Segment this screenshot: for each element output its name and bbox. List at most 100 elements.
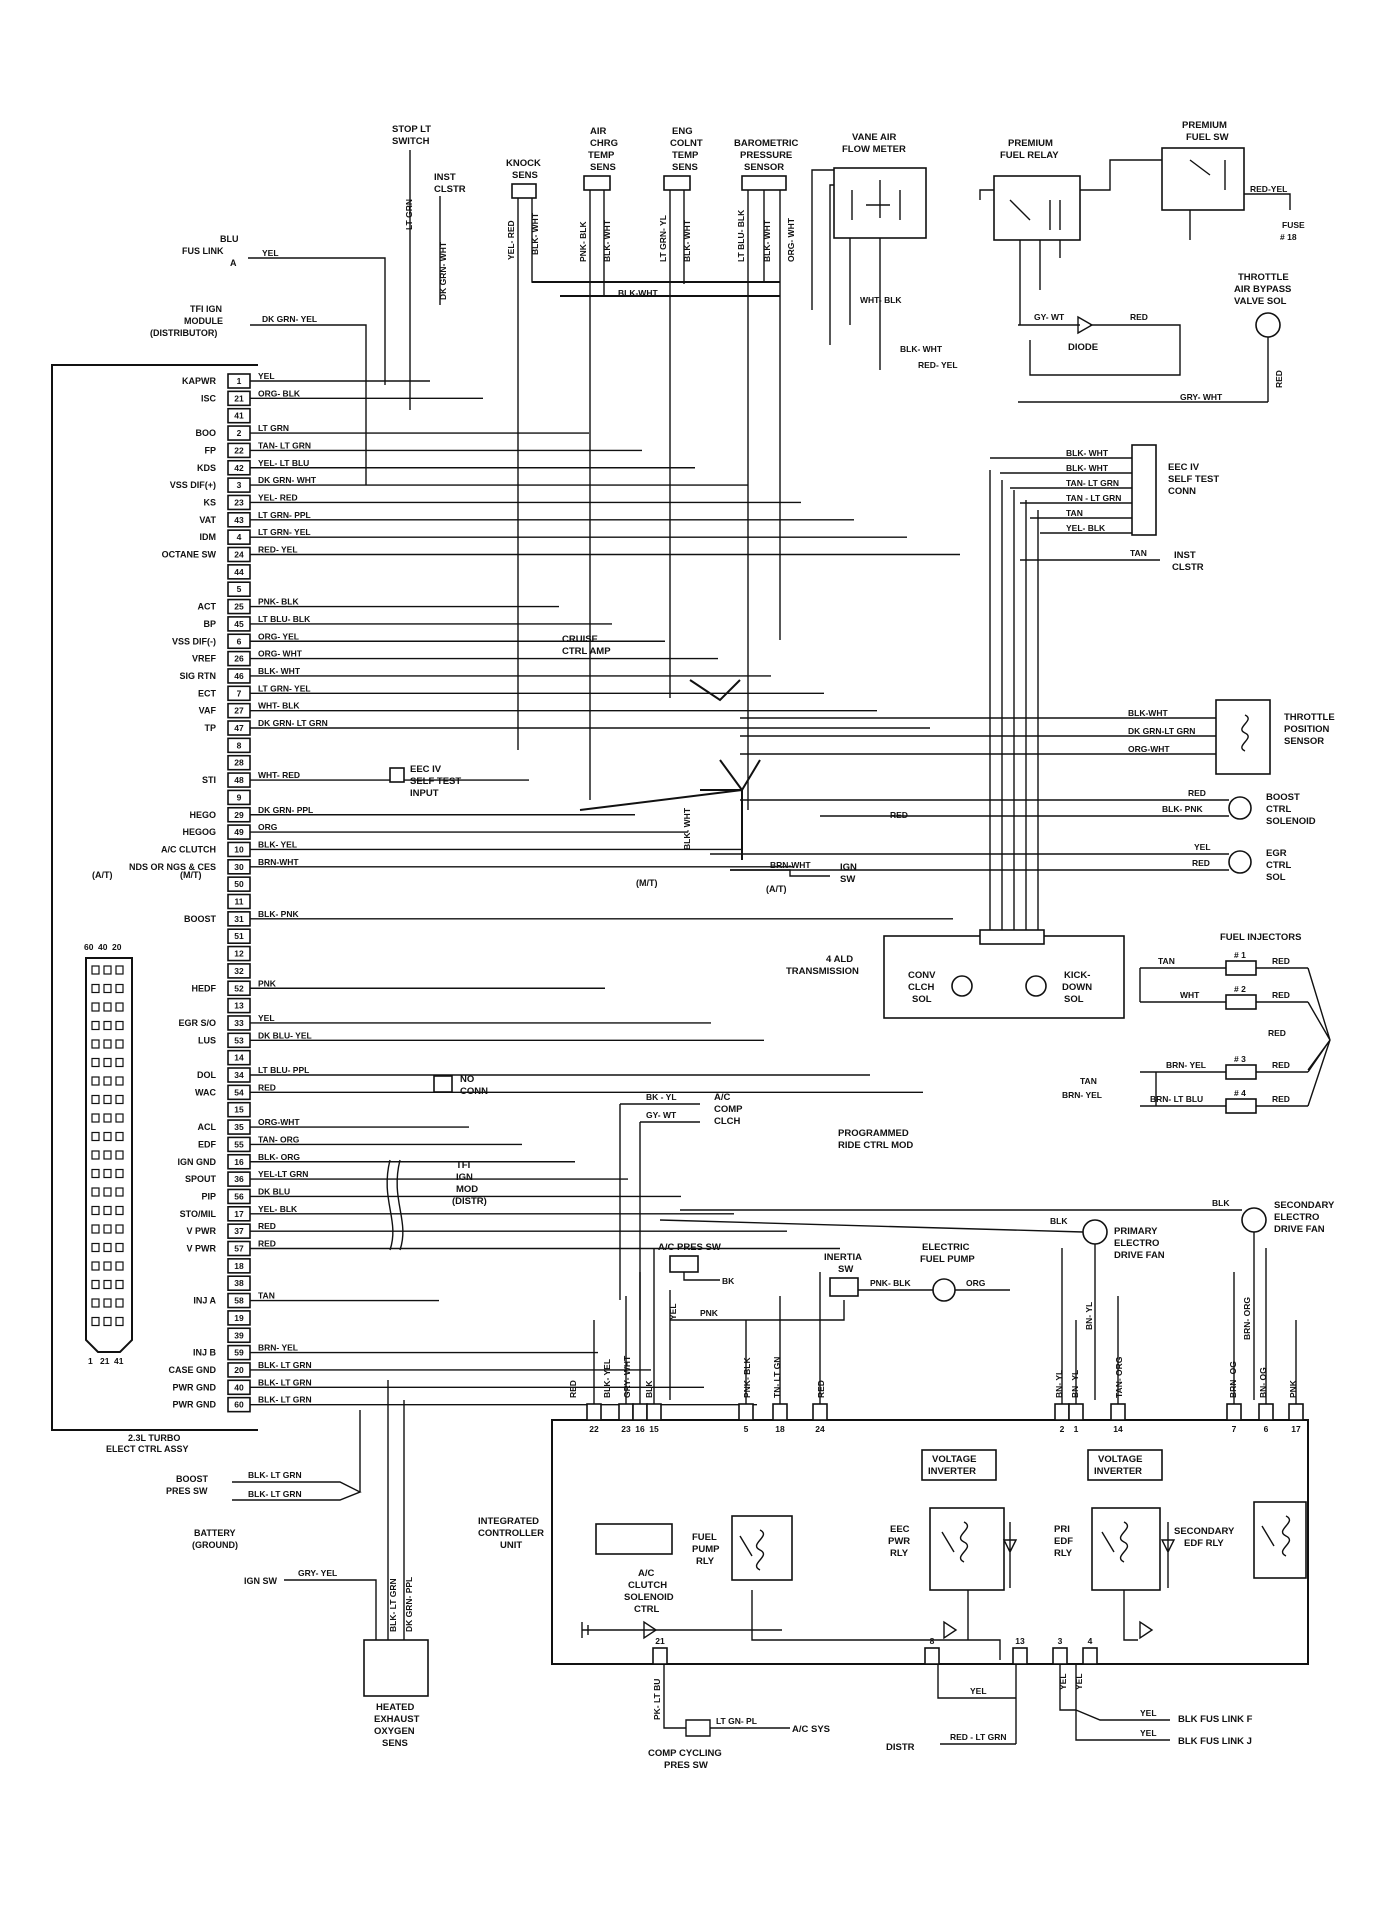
- ecu-pin-number: 53: [234, 1035, 244, 1045]
- ecu-pin-number: 24: [234, 550, 244, 560]
- connector-hole: [115, 1261, 124, 1271]
- icu-bottom-pin-number: 13: [1015, 1636, 1025, 1646]
- tps-label-1: THROTTLE: [1284, 712, 1335, 723]
- connector-hole: [103, 983, 112, 994]
- ecu-pin-box: [227, 737, 251, 754]
- fuse-label-1: FUSE: [1282, 220, 1305, 230]
- ecu-pin-number: 21: [234, 393, 244, 403]
- ecu-signal-label: BOO: [195, 428, 216, 438]
- sec-rly-label-1: SECONDARY: [1174, 1526, 1235, 1537]
- ecu-signal-label: ISC: [201, 393, 217, 403]
- pri-rly-label-3: RLY: [1054, 1548, 1073, 1559]
- ecu-pin-number: 60: [234, 1400, 244, 1410]
- icu-label-1: INTEGRATED: [478, 1516, 539, 1527]
- connector-hole: [91, 1057, 100, 1068]
- eec-rly-label-1: EEC: [890, 1524, 910, 1535]
- connector-hole: [103, 1094, 112, 1105]
- fuel-injectors-label: FUEL INJECTORS: [1220, 932, 1301, 943]
- ecu-pin-number: 12: [234, 949, 244, 959]
- turbo-assy-label-1: 2.3L TURBO: [128, 1433, 180, 1443]
- tfi-label-3: (DISTRIBUTOR): [150, 328, 217, 338]
- wire-comp-lt-gn-pl: LT GN- PL: [716, 1716, 757, 1726]
- wire-fuel-sw-red-yel: RED-YEL: [1250, 184, 1287, 194]
- injector-number: # 4: [1234, 1088, 1246, 1098]
- egr-sol-label-1: EGR: [1266, 848, 1287, 859]
- connector-hole: [115, 1020, 124, 1031]
- pump-label-1: ELECTRIC: [922, 1242, 970, 1253]
- injector-wire-label: WHT: [1180, 990, 1200, 1000]
- icu-bottom-pin: [924, 1647, 940, 1665]
- knock-sensor: [511, 183, 537, 199]
- ecu-pin-number: 2: [237, 428, 242, 438]
- vane-air-flow-group: VANE AIR FLOW METER WHT- BLK BLK- WHT RE…: [811, 132, 958, 370]
- wire-comp-pk-lt-bu: PK- LT BU: [652, 1679, 662, 1720]
- electric-fuel-pump: [932, 1278, 956, 1302]
- connector-hole: [103, 1316, 112, 1327]
- connector-hole: [91, 1002, 100, 1012]
- ecu-pin-box: [227, 1310, 251, 1326]
- voltage-inverter-right: [1087, 1449, 1163, 1481]
- conv-label-2: CLCH: [908, 982, 935, 993]
- wire-pump-pnk-blk: PNK- BLK: [870, 1278, 911, 1288]
- heated-oxygen-sensor: [363, 1639, 429, 1697]
- injector-wire-label: RED: [1272, 1060, 1290, 1070]
- ecu-signal-label: EDF: [198, 1139, 217, 1149]
- fuel-pump-relay: [731, 1515, 793, 1581]
- wire-red-yel: RED- YEL: [918, 360, 958, 370]
- ecu-signal-label: HEGO: [189, 810, 216, 820]
- icu-top-pin-number: 7: [1232, 1424, 1237, 1434]
- eec-self-test-conn: [1131, 444, 1157, 536]
- ecu-pin-box: [227, 928, 251, 945]
- ecu-pin-number: 19: [234, 1313, 244, 1323]
- tfi-label-2: MODULE: [184, 316, 223, 326]
- fp-rly-label-3: RLY: [696, 1556, 715, 1567]
- injector-wire-label: RED: [1272, 956, 1290, 966]
- tab-label-1: THROTTLE: [1238, 272, 1289, 283]
- eng-colnt-label-1: ENG: [672, 126, 693, 137]
- ecu-pin-number: 22: [234, 445, 244, 455]
- icu-top-pin: [1054, 1403, 1070, 1421]
- connector-hole: [103, 1168, 112, 1179]
- ecu-signal-label: V PWR: [186, 1226, 216, 1236]
- pri-rly-label-1: PRI: [1054, 1524, 1070, 1535]
- ecu-wire-label: LT BLU- BLK: [258, 614, 311, 624]
- wire-ac-yel: YEL: [668, 1303, 678, 1320]
- ecu-pin-box: [227, 1327, 251, 1344]
- fuel-injector: [1225, 994, 1257, 1010]
- icu-top-wire-label: PNK- BLK: [742, 1357, 752, 1398]
- inst-clstr-top-label-2: CLSTR: [434, 184, 466, 195]
- connector-hole: [91, 1094, 100, 1105]
- icu-bottom-pin: [652, 1647, 668, 1665]
- vane-air-flow-meter: [833, 167, 927, 239]
- tfi-label-1: TFI IGN: [190, 304, 222, 314]
- pfr-label-2: FUEL RELAY: [1000, 150, 1059, 161]
- injector-wire-label: RED: [1272, 1094, 1290, 1104]
- icu-top-pin: [812, 1403, 828, 1421]
- ecu-pin-number: 27: [234, 706, 244, 716]
- connector-hole: [115, 1187, 124, 1197]
- ecu-pin-box: [227, 1049, 251, 1066]
- ecu-signal-label: PIP: [201, 1191, 216, 1201]
- ecu-wire-label: BLK- WHT: [258, 666, 301, 676]
- injector-wire-label: TAN: [1158, 956, 1175, 966]
- ecu-signal-label: PWR GND: [173, 1382, 217, 1392]
- icu-top-pin: [618, 1403, 634, 1421]
- ecu-wire-label: LT GRN- YEL: [258, 683, 311, 693]
- ecu-pin-box: [227, 564, 251, 580]
- trans-label-2: TRANSMISSION: [786, 966, 859, 977]
- ecu-pin-box: [227, 893, 251, 910]
- icu-top-pin-number: 17: [1291, 1424, 1301, 1434]
- ecu-wire-label: ORG- YEL: [258, 631, 299, 641]
- wire-gy-wt: GY- WT: [1034, 312, 1065, 322]
- wire-tfi: DK GRN- YEL: [262, 314, 317, 324]
- icu-bottom-pin-number: 3: [1058, 1636, 1063, 1646]
- icu-top-pin-number: 6: [1264, 1424, 1269, 1434]
- ecu-signal-label: VSS DIF(-): [172, 636, 216, 646]
- icu-top-pin-number: 23: [621, 1424, 631, 1434]
- icu-top-wire-label: BN- OG: [1258, 1367, 1268, 1398]
- ecu-pin-number: 11: [235, 897, 244, 907]
- conn-label-60: 60: [84, 942, 94, 952]
- connector-hole: [103, 1039, 112, 1049]
- icu-label-3: UNIT: [500, 1540, 522, 1551]
